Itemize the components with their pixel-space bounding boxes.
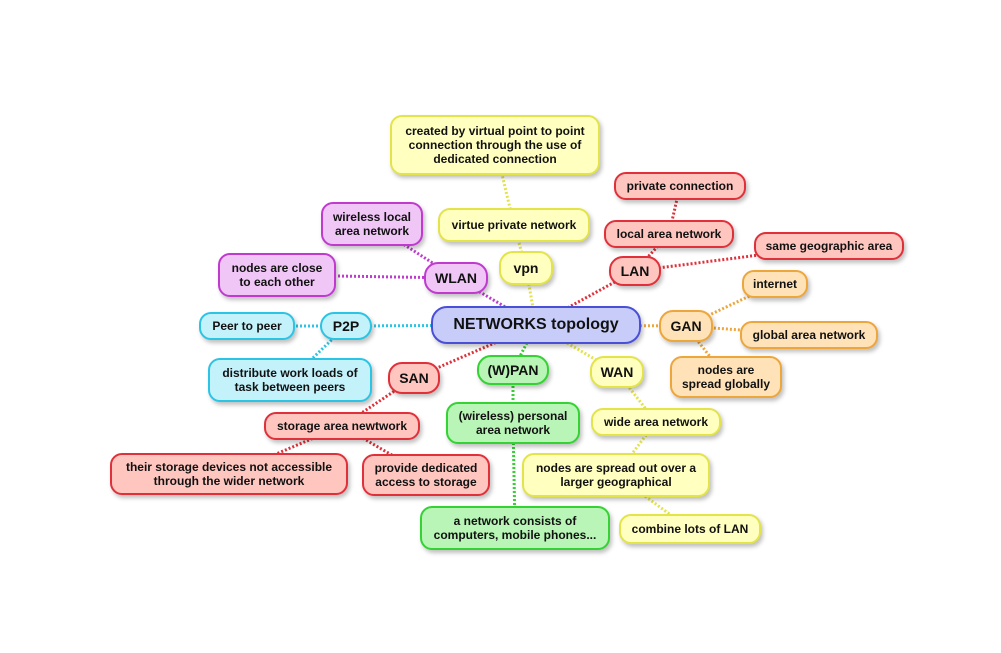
wan-detail-combine-lan[interactable]: combine lots of LAN bbox=[619, 514, 761, 544]
topic-wpan[interactable]: (W)PAN bbox=[477, 355, 549, 385]
gan-definition[interactable]: global area network bbox=[740, 321, 878, 349]
connector-line bbox=[684, 325, 728, 378]
wlan-definition[interactable]: wireless local area network bbox=[321, 202, 423, 246]
connector-line bbox=[634, 244, 830, 273]
lan-detail-same-geographic-area[interactable]: same geographic area bbox=[754, 232, 904, 260]
vpn-description[interactable]: created by virtual point to point connec… bbox=[390, 115, 600, 175]
topic-wlan[interactable]: WLAN bbox=[424, 262, 488, 294]
topic-san[interactable]: SAN bbox=[388, 362, 440, 394]
central-topic-networks-topology[interactable]: NETWORKS topology bbox=[431, 306, 641, 344]
wpan-detail[interactable]: a network consists of computers, mobile … bbox=[420, 506, 610, 550]
san-definition[interactable]: storage area newtwork bbox=[264, 412, 420, 440]
p2p-detail[interactable]: distribute work loads of task between pe… bbox=[208, 358, 372, 402]
vpn-definition[interactable]: virtue private network bbox=[438, 208, 590, 242]
topic-vpn[interactable]: vpn bbox=[499, 251, 553, 285]
topic-p2p[interactable]: P2P bbox=[320, 312, 372, 340]
san-detail-not-accessible[interactable]: their storage devices not accessible thr… bbox=[110, 453, 348, 495]
gan-detail-spread-globally[interactable]: nodes are spread globally bbox=[670, 356, 782, 398]
connector-line bbox=[614, 421, 658, 476]
gan-detail-internet[interactable]: internet bbox=[742, 270, 808, 298]
san-detail-dedicated-access[interactable]: provide dedicated access to storage bbox=[362, 454, 490, 496]
topic-lan[interactable]: LAN bbox=[609, 256, 661, 286]
wan-definition[interactable]: wide area network bbox=[591, 408, 721, 436]
wpan-definition[interactable]: (wireless) personal area network bbox=[446, 402, 580, 444]
lan-definition[interactable]: local area network bbox=[604, 220, 734, 248]
topic-wan[interactable]: WAN bbox=[590, 356, 644, 388]
p2p-definition[interactable]: Peer to peer bbox=[199, 312, 295, 340]
topic-gan[interactable]: GAN bbox=[659, 310, 713, 342]
lan-detail-private-connection[interactable]: private connection bbox=[614, 172, 746, 200]
wlan-detail[interactable]: nodes are close to each other bbox=[218, 253, 336, 297]
wan-detail-spread-out[interactable]: nodes are spread out over a larger geogr… bbox=[522, 453, 710, 497]
